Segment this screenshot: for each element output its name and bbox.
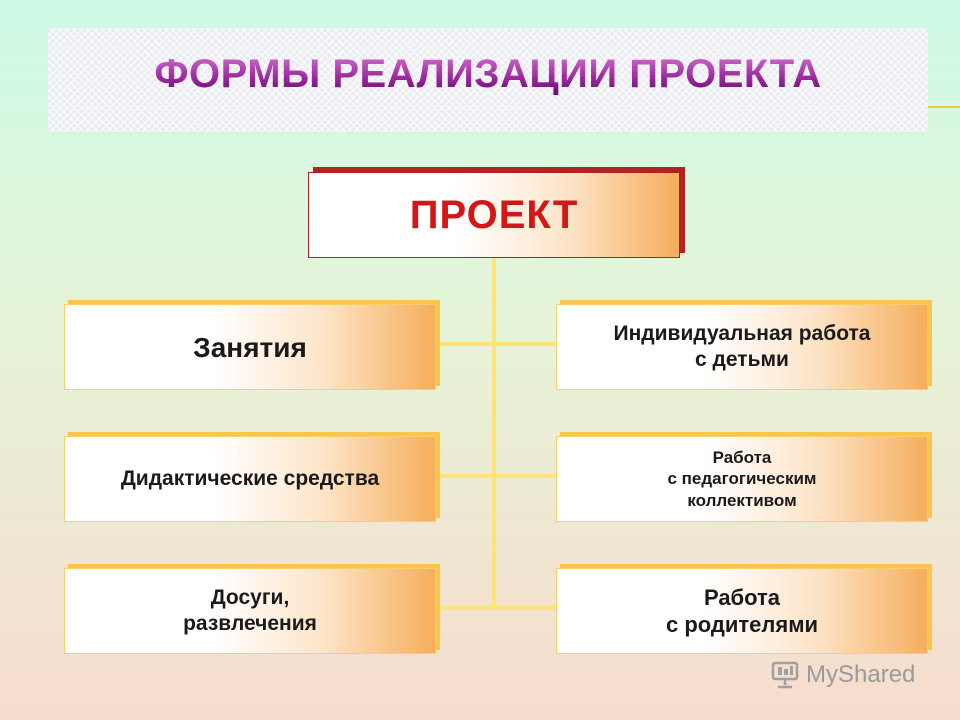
watermark-logo: MyShared — [770, 660, 915, 690]
right-box-label: Индивидуальная работа с детьми — [613, 321, 871, 371]
connector-row-2 — [438, 474, 558, 478]
connector-trunk — [492, 258, 496, 610]
left-box-label: Дидактические средства — [120, 466, 380, 490]
project-box: ПРОЕКТ — [308, 172, 680, 258]
page-title: Формы реализации проекта — [48, 52, 928, 97]
left-box-didactic-means: Дидактические средства — [64, 436, 436, 522]
left-box-label: Занятия — [193, 331, 307, 363]
right-box-individual-work: Индивидуальная работа с детьми — [556, 304, 928, 390]
title-band — [48, 28, 928, 132]
left-box-leisure: Досуги, развлечения — [64, 568, 436, 654]
right-box-parents: Работа с родителями — [556, 568, 928, 654]
left-box-classes: Занятия — [64, 304, 436, 390]
project-label: ПРОЕКТ — [409, 193, 579, 237]
right-box-label: Работа с педагогическим коллективом — [667, 448, 817, 510]
title-accent-line — [928, 106, 960, 108]
projector-screen-icon — [770, 661, 800, 689]
right-box-teaching-staff: Работа с педагогическим коллективом — [556, 436, 928, 522]
connector-row-3 — [438, 606, 558, 610]
right-box-label: Работа с родителями — [665, 584, 819, 638]
watermark-text: MyShared — [806, 661, 916, 688]
connector-row-1 — [438, 342, 558, 346]
left-box-label: Досуги, развлечения — [183, 585, 317, 635]
